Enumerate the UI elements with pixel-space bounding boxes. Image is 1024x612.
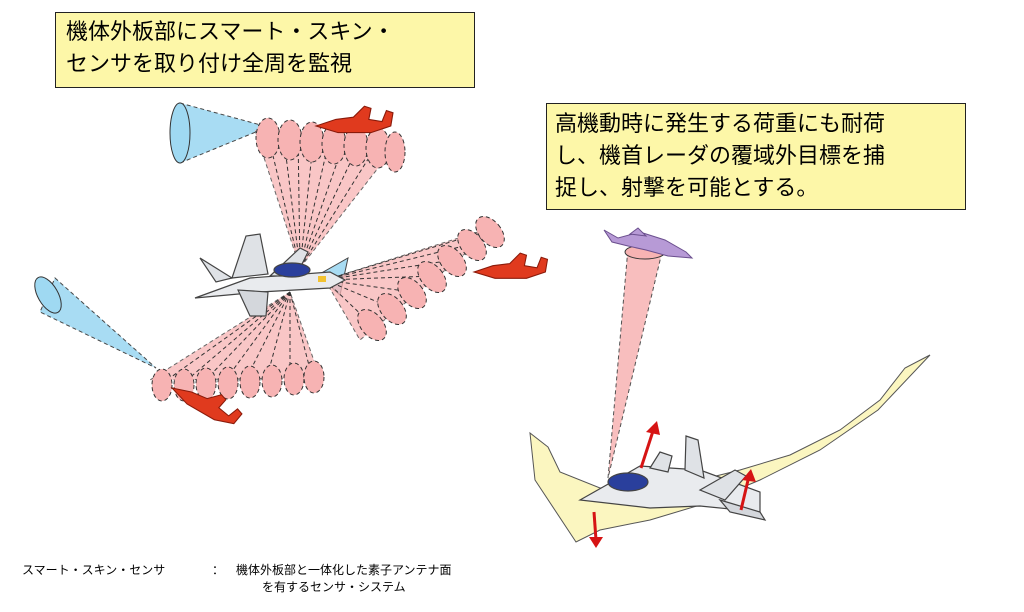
radar-beam-nose bbox=[607, 244, 666, 479]
callout-line: 高機動時に発生する荷重にも耐荷 bbox=[555, 112, 886, 137]
radar-beam-up bbox=[254, 117, 406, 270]
footnote-definition-line1: 機体外板部と一体化した素子アンテナ面 bbox=[236, 563, 452, 577]
load-arrow-icon bbox=[739, 469, 756, 511]
smart-skin-callout: 機体外板部にスマート・スキン・ センサを取り付け全周を監視 bbox=[55, 12, 475, 88]
target-aircraft-icon bbox=[315, 105, 394, 134]
target-aircraft-icon bbox=[603, 227, 694, 259]
callout-line: 捉し、射撃を可能とする。 bbox=[555, 176, 819, 201]
sensor-cone-icon bbox=[34, 276, 157, 369]
callout-line: センサを取り付け全周を監視 bbox=[66, 52, 353, 77]
flight-path bbox=[529, 354, 931, 543]
footnote-separator: ： bbox=[212, 563, 225, 577]
fighter-jet-icon bbox=[194, 233, 347, 317]
high-maneuver-callout: 高機動時に発生する荷重にも耐荷 し、機首レーダの覆域外目標を捕 捉し、射撃を可能… bbox=[546, 103, 966, 210]
callout-line: し、機首レーダの覆域外目標を捕 bbox=[555, 144, 886, 169]
footnote-term: スマート・スキン・センサ bbox=[22, 563, 166, 577]
sensor-cone-icon bbox=[169, 102, 270, 164]
load-arrow-icon bbox=[639, 421, 660, 469]
callout-line: 機体外板部にスマート・スキン・ bbox=[66, 20, 395, 45]
load-arrow-icon bbox=[589, 511, 603, 548]
radar-beam-right bbox=[324, 216, 505, 341]
radar-beam-down bbox=[148, 291, 325, 402]
footnote-definition-line2: を有するセンサ・システム bbox=[262, 580, 406, 594]
